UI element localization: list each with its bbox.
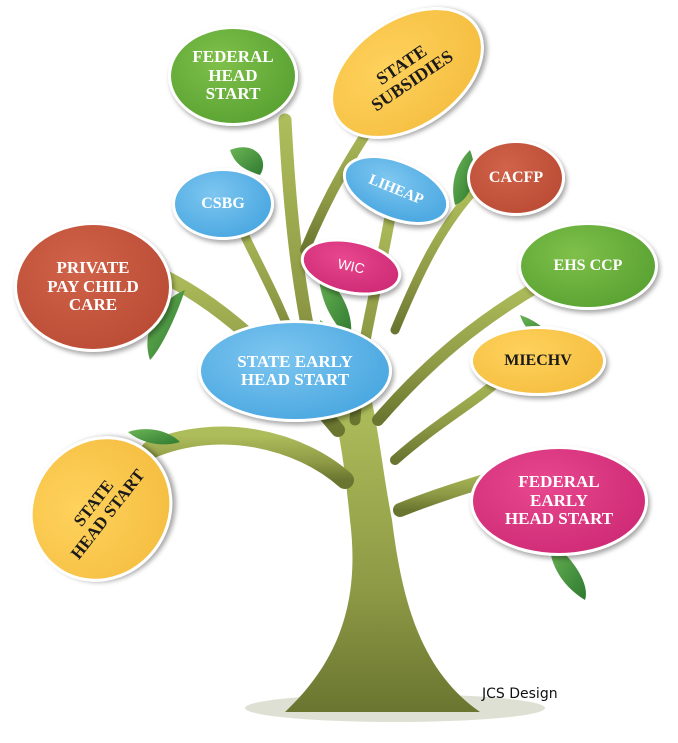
- node-state-subsidies-label: STATE SUBSIDIES: [367, 40, 457, 116]
- node-csbg: CSBG: [172, 168, 274, 240]
- node-federal-early-head-start: FEDERAL EARLY HEAD START: [470, 446, 648, 556]
- node-miechv: MIECHV: [470, 326, 606, 396]
- node-state-early-head-start: STATE EARLY HEAD START: [198, 320, 392, 422]
- node-liheap-label: LIHEAP: [366, 171, 426, 209]
- node-private-pay-child-care-label: PRIVATE PAY CHILD CARE: [47, 258, 139, 315]
- node-private-pay-child-care: PRIVATE PAY CHILD CARE: [14, 222, 172, 352]
- node-cacfp: CACFP: [467, 140, 565, 216]
- node-federal-early-head-start-label: FEDERAL EARLY HEAD START: [504, 472, 614, 529]
- node-ehs-ccp: EHS CCP: [518, 222, 658, 310]
- node-csbg-label: CSBG: [201, 195, 245, 213]
- node-ehs-ccp-label: EHS CCP: [553, 257, 623, 275]
- design-credit: JCS Design: [482, 686, 558, 702]
- node-cacfp-label: CACFP: [488, 169, 544, 187]
- node-miechv-label: MIECHV: [504, 352, 572, 370]
- node-federal-head-start-label: FEDERAL HEAD START: [192, 47, 274, 104]
- tree-trunk: [285, 400, 480, 712]
- node-state-head-start-label: STATE HEAD START: [66, 465, 149, 563]
- node-wic-label: WIC: [336, 255, 367, 278]
- node-state-early-head-start-label: STATE EARLY HEAD START: [237, 351, 353, 389]
- node-federal-head-start: FEDERAL HEAD START: [168, 26, 298, 126]
